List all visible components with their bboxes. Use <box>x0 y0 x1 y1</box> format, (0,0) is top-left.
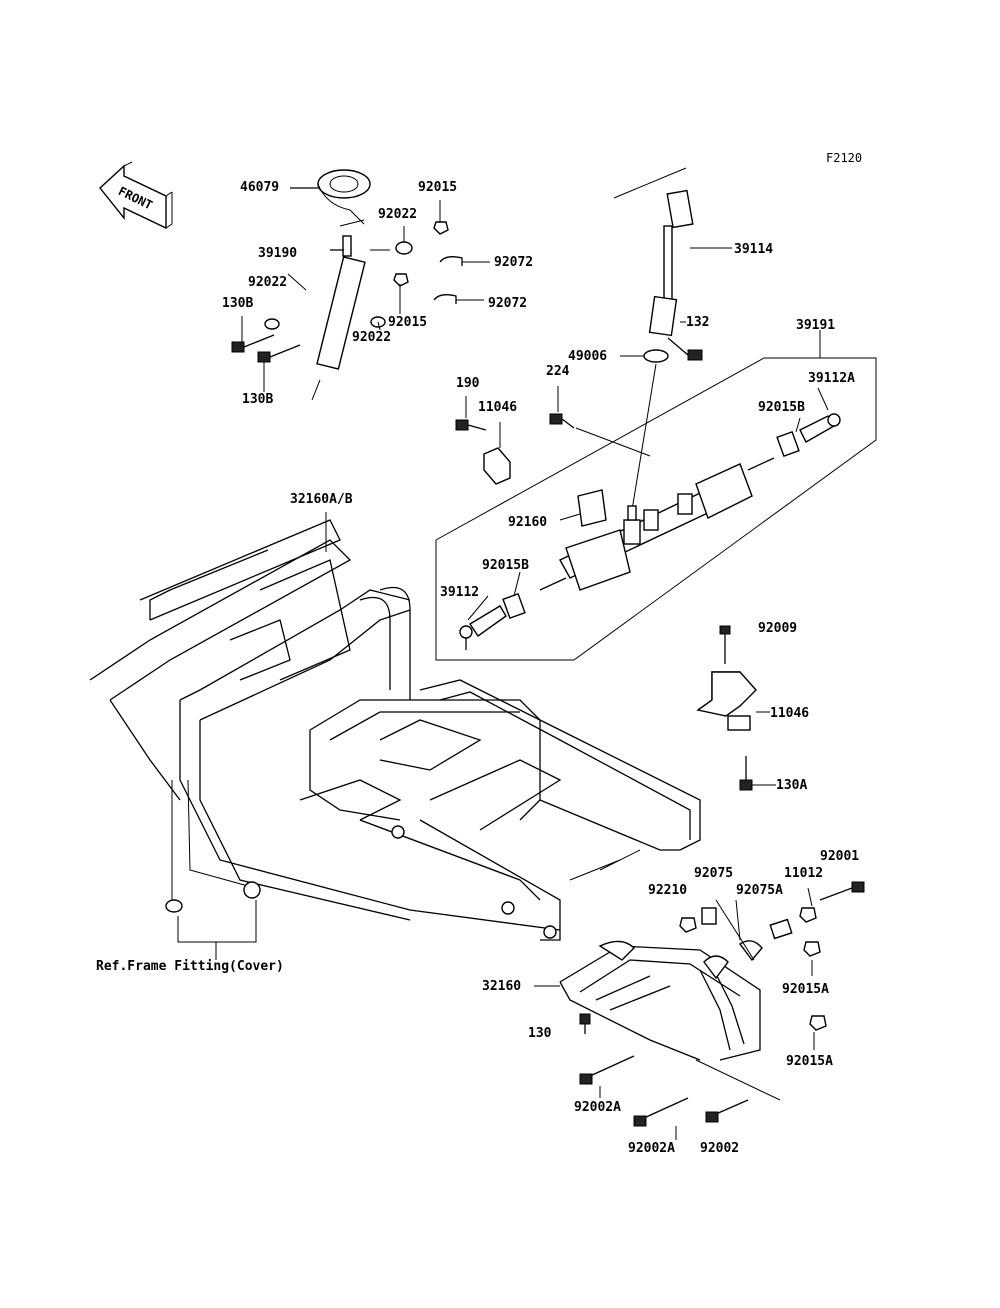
part-label-92002a: 92002A <box>574 1100 621 1115</box>
part-label-92160: 92160 <box>508 515 548 530</box>
part-label-92022: 92022 <box>352 330 392 345</box>
part-label-11046: 11046 <box>478 400 518 415</box>
part-label-39112a: 39112A <box>808 371 855 386</box>
part-label-130a: 130A <box>776 778 808 793</box>
sub-frame <box>534 881 865 1140</box>
part-label-92002: 92002 <box>700 1141 740 1156</box>
part-label-39112: 39112 <box>440 585 480 600</box>
bracket-right <box>696 625 776 791</box>
part-label-130: 130 <box>528 1026 552 1041</box>
part-label-92015a: 92015A <box>782 982 829 997</box>
part-label-92072: 92072 <box>488 296 528 311</box>
part-label-190: 190 <box>456 376 480 391</box>
part-label-92002a: 92002A <box>628 1141 675 1156</box>
part-label-92015b: 92015B <box>482 558 529 573</box>
part-label-224: 224 <box>546 364 570 379</box>
steering-column <box>231 169 490 401</box>
part-label-49006: 49006 <box>568 349 608 364</box>
part-label-130b: 130B <box>222 296 254 311</box>
frame-fitting-covers <box>165 779 261 960</box>
part-label-92022: 92022 <box>248 275 288 290</box>
part-label-92075: 92075 <box>694 866 734 881</box>
part-label-46079: 46079 <box>240 180 280 195</box>
main-frame <box>89 512 701 941</box>
part-label-39190: 39190 <box>258 246 298 261</box>
part-label-11046: 11046 <box>770 706 810 721</box>
part-label-92210: 92210 <box>648 883 688 898</box>
front-arrow-icon: FRONT <box>99 161 173 230</box>
part-label-92075a: 92075A <box>736 883 783 898</box>
part-label-92022: 92022 <box>378 207 418 222</box>
part-label-92015a: 92015A <box>786 1054 833 1069</box>
part-label-132: 132 <box>686 315 710 330</box>
part-label-32160: 32160 <box>482 979 522 994</box>
part-label-32160ab: 32160A/B <box>290 492 353 507</box>
part-label-92001: 92001 <box>820 849 860 864</box>
part-label-92009: 92009 <box>758 621 798 636</box>
part-label-92015: 92015 <box>388 315 428 330</box>
part-label-130b: 130B <box>242 392 274 407</box>
diagram-id: F2120 <box>826 151 863 165</box>
part-label-39114: 39114 <box>734 242 774 257</box>
part-label-11012: 11012 <box>784 866 824 881</box>
steering-rack-box <box>435 330 877 661</box>
part-label-39191: 39191 <box>796 318 836 333</box>
part-label-92015b: 92015B <box>758 400 805 415</box>
steering-shaft <box>613 167 732 361</box>
part-label-92072: 92072 <box>494 255 534 270</box>
part-label-92015: 92015 <box>418 180 458 195</box>
reference-note: Ref.Frame Fitting(Cover) <box>96 959 284 974</box>
